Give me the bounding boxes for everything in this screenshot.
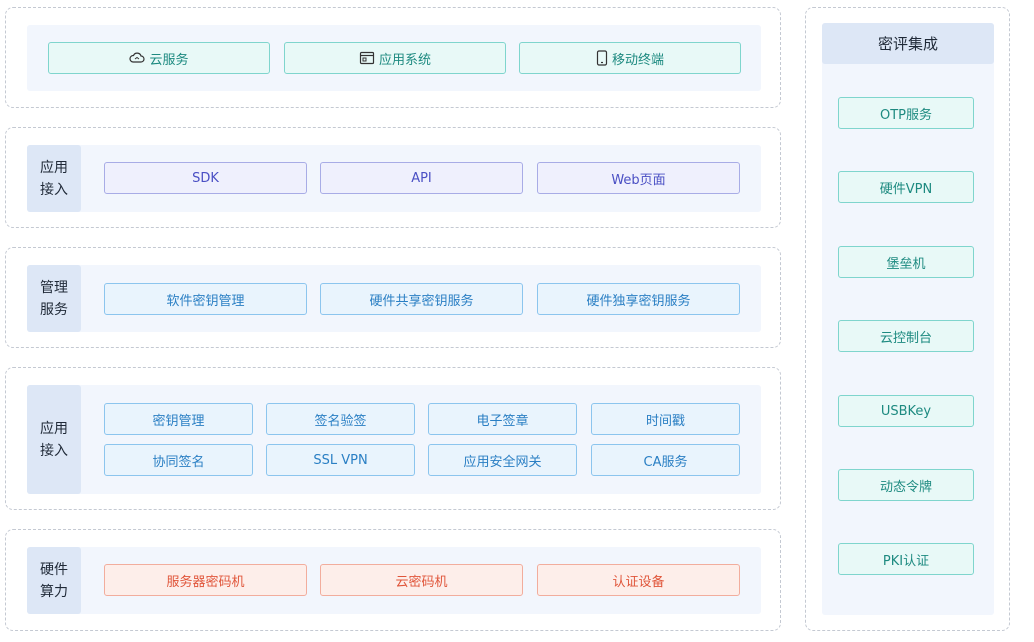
sign-verify-box: 签名验签 <box>266 403 415 435</box>
app-window-icon <box>359 51 375 65</box>
hw-shared-key-box: 硬件共享密钥服务 <box>320 283 523 315</box>
key-mgmt-box: 密钥管理 <box>104 403 253 435</box>
cloud-hsm-box: 云密码机 <box>320 564 523 596</box>
app-access-label: 应用 接入 <box>27 145 81 212</box>
app-access-panel: 应用 接入 SDK API Web页面 <box>27 145 761 212</box>
hardware-label: 硬件 算力 <box>27 547 81 614</box>
ssl-vpn-box: SSL VPN <box>266 444 415 476</box>
timestamp-box: 时间戳 <box>591 403 740 435</box>
hardware-panel: 硬件 算力 服务器密码机 云密码机 认证设备 <box>27 547 761 614</box>
app-system-label: 应用系统 <box>378 52 431 68</box>
section-app-access: 应用 接入 SDK API Web页面 <box>5 127 781 228</box>
section-management: 管理 服务 软件密钥管理 硬件共享密钥服务 硬件独享密钥服务 <box>5 247 781 348</box>
management-label: 管理 服务 <box>27 265 81 332</box>
api-box: API <box>320 162 523 194</box>
app-security-gateway-box: 应用安全网关 <box>428 444 577 476</box>
section-evaluation-integration: 密评集成 OTP服务 硬件VPN 堡垒机 云控制台 USBKey 动态令牌 PK… <box>805 7 1010 631</box>
clients-panel: 云服务 应用系统 移动终端 <box>27 25 761 91</box>
evaluation-title: 密评集成 <box>822 23 994 64</box>
app-services-label: 应用 接入 <box>27 385 81 494</box>
pki-auth-box: PKI认证 <box>838 543 974 575</box>
server-hsm-box: 服务器密码机 <box>104 564 307 596</box>
usbkey-box: USBKey <box>838 395 974 427</box>
software-key-mgmt-box: 软件密钥管理 <box>104 283 307 315</box>
cloud-icon <box>129 51 146 65</box>
bastion-host-box: 堡垒机 <box>838 246 974 278</box>
e-seal-box: 电子签章 <box>428 403 577 435</box>
section-app-services: 应用 接入 密钥管理 签名验签 电子签章 时间戳 协同签名 SSL VPN 应用… <box>5 367 781 510</box>
hw-vpn-box: 硬件VPN <box>838 171 974 203</box>
sdk-box: SDK <box>104 162 307 194</box>
management-panel: 管理 服务 软件密钥管理 硬件共享密钥服务 硬件独享密钥服务 <box>27 265 761 332</box>
otp-service-box: OTP服务 <box>838 97 974 129</box>
evaluation-panel: 密评集成 OTP服务 硬件VPN 堡垒机 云控制台 USBKey 动态令牌 PK… <box>822 23 994 615</box>
auth-device-box: 认证设备 <box>537 564 740 596</box>
app-system-box: 应用系统 <box>284 42 506 74</box>
mobile-terminal-box: 移动终端 <box>519 42 741 74</box>
cloud-service-label: 云服务 <box>149 52 189 68</box>
cloud-service-box: 云服务 <box>48 42 270 74</box>
mobile-phone-icon <box>596 50 608 66</box>
web-page-box: Web页面 <box>537 162 740 194</box>
co-sign-box: 协同签名 <box>104 444 253 476</box>
cloud-console-box: 云控制台 <box>838 320 974 352</box>
dynamic-token-box: 动态令牌 <box>838 469 974 501</box>
ca-service-box: CA服务 <box>591 444 740 476</box>
mobile-terminal-label: 移动终端 <box>611 52 664 68</box>
section-hardware: 硬件 算力 服务器密码机 云密码机 认证设备 <box>5 529 781 631</box>
section-clients: 云服务 应用系统 移动终端 <box>5 7 781 108</box>
hw-exclusive-key-box: 硬件独享密钥服务 <box>537 283 740 315</box>
app-services-panel: 应用 接入 密钥管理 签名验签 电子签章 时间戳 协同签名 SSL VPN 应用… <box>27 385 761 494</box>
